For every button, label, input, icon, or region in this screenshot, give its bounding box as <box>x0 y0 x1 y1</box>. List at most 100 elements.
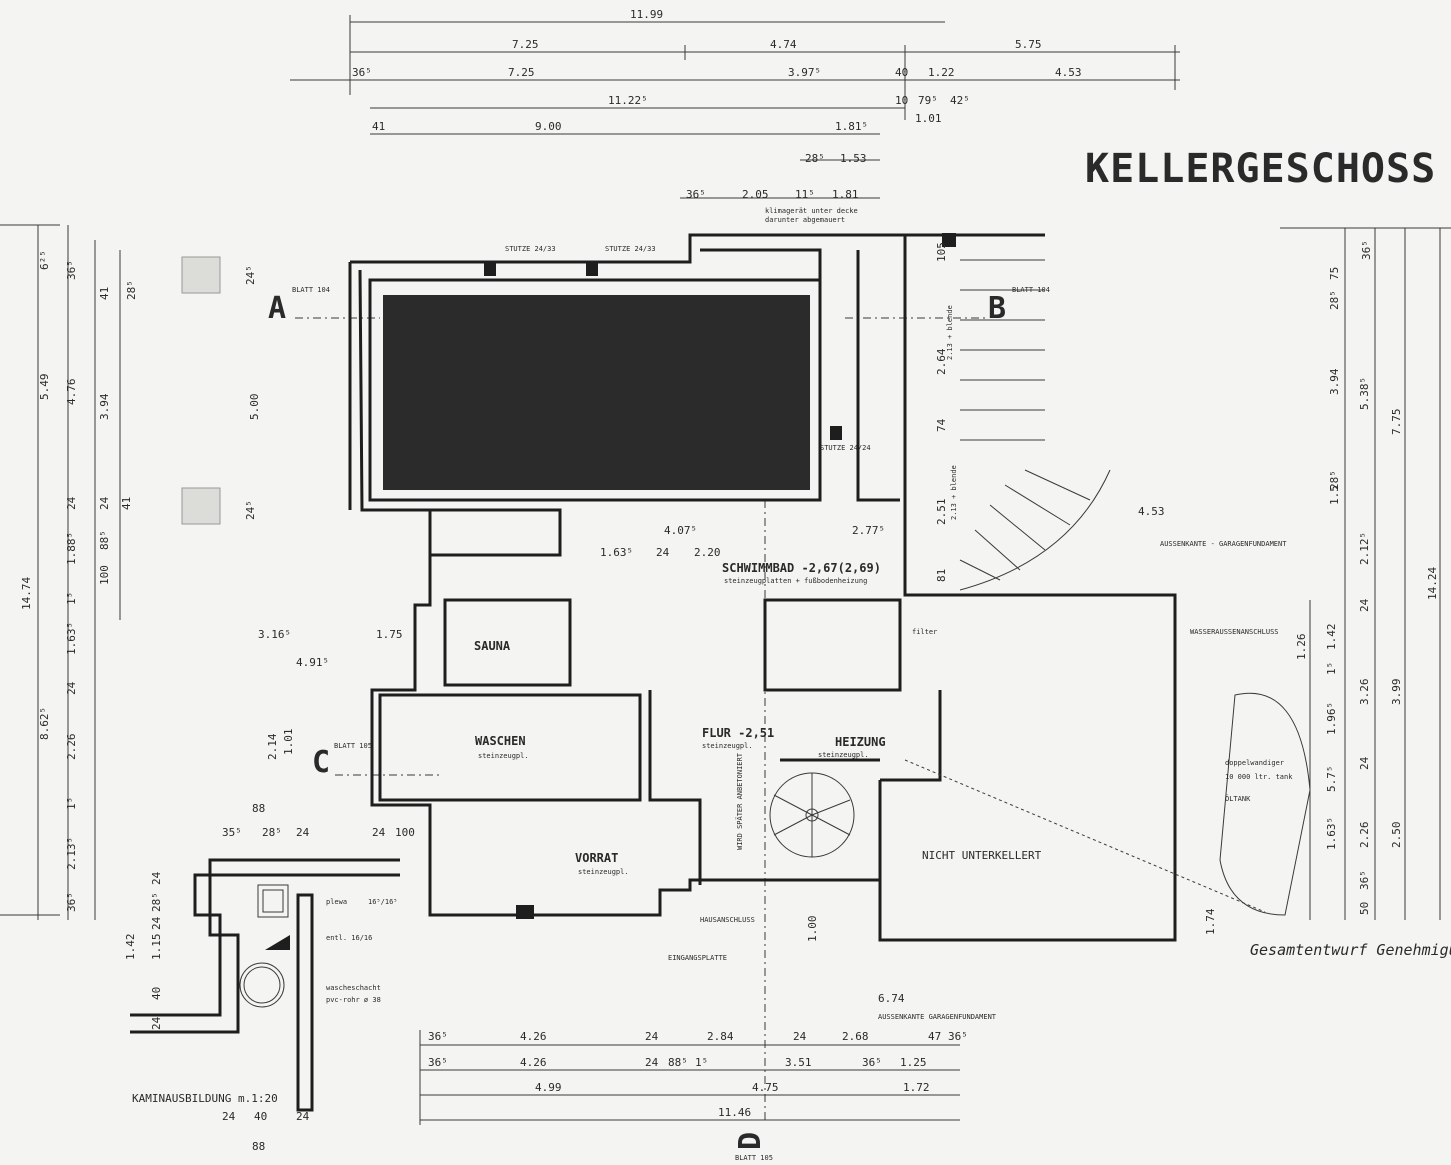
dim-right-t: 1.63⁵ <box>1325 817 1338 850</box>
dim-bottom-q: 4.99 <box>535 1081 562 1094</box>
oil-tank-outline <box>1219 692 1311 916</box>
dim-right-f: 7.75 <box>1390 409 1403 436</box>
plan-title: KELLERGESCHOSS <box>1085 146 1436 192</box>
dim-bottom-k: 24 <box>645 1056 659 1069</box>
dim-right-k: 24 <box>1358 598 1371 612</box>
section-c-sheet: BLATT 105 <box>334 742 372 750</box>
room-pool-label: SCHWIMMBAD -2,67(2,69) <box>722 561 881 575</box>
dim-bottom-e: 24 <box>793 1030 807 1043</box>
section-marker-c: C BLATT 105 <box>312 742 440 780</box>
section-c-letter: C <box>312 745 330 780</box>
note-aussenkante: AUSSENKANTE - GARAGENFUNDAMENT <box>1160 540 1287 548</box>
dim-top-u: 2.05 <box>742 188 769 201</box>
dim-bottom-f: 2.68 <box>842 1030 869 1043</box>
dim-right-e: 5.38⁵ <box>1358 377 1371 410</box>
dim-top-w: 1.81 <box>832 188 859 201</box>
chimney-wascheschacht: wascheschacht <box>326 984 381 992</box>
dim-right-y: 4.53 <box>1138 505 1165 518</box>
dim-right-g: 1.5 <box>1328 485 1341 505</box>
bottom-dimension-texts: 36⁵ 4.26 24 2.84 24 2.68 47 36⁵ 36⁵ 4.26… <box>428 992 968 1119</box>
room-vorrat-note: steinzeugpl. <box>578 868 629 876</box>
dim-left-q: 24 <box>65 681 78 695</box>
dim-right-q: 3.99 <box>1390 679 1403 706</box>
chimney-entl: entl. 16/16 <box>326 934 372 942</box>
dim-misc-n: 100 <box>395 826 415 839</box>
dim-bottom-d: 2.84 <box>707 1030 734 1043</box>
dim-top-a: 7.25 <box>512 38 539 51</box>
dim-top-total: 11.99 <box>630 8 663 21</box>
dim-bottom-m: 1⁵ <box>695 1056 708 1069</box>
dim-left-ab: 24⁵ <box>244 265 257 285</box>
chimney-dim-i: 1.42 <box>124 934 137 961</box>
dim-bottom-n: 3.51 <box>785 1056 812 1069</box>
chimney-plewa: plewa <box>326 898 347 906</box>
dim-top-k: 10 <box>895 94 908 107</box>
dim-top-r: 28⁵ <box>805 152 825 165</box>
section-d-letter: D <box>733 1132 768 1150</box>
note-wasser: WASSERAUSSENANSCHLUSS <box>1190 628 1279 636</box>
room-nicht-label: NICHT UNTERKELLERT <box>922 849 1042 862</box>
dim-right-v: 2.50 <box>1390 822 1403 849</box>
dim-bottom-u: 6.74 <box>878 992 905 1005</box>
chimney-dim-f: 40 <box>254 1110 267 1123</box>
chimney-dim-d: 24 <box>296 826 310 839</box>
chimney-title: KAMINAUSBILDUNG m.1:20 <box>132 1092 278 1105</box>
dim-bottom-b: 4.26 <box>520 1030 547 1043</box>
section-d-sheet: BLATT 105 <box>735 1154 773 1162</box>
dim-left-t: 2.13⁵ <box>65 837 78 870</box>
chimney-dim-j: 24 <box>150 1016 163 1030</box>
dim-left-r: 2.26 <box>65 734 78 761</box>
chimney-dim-l: 1.15 <box>150 934 163 961</box>
note-aussenkante-2: AUSSENKANTE GARAGENFUNDAMENT <box>878 1013 997 1021</box>
right-dimension-texts: 36⁵ 28⁵ 75 3.94 5.38⁵ 7.75 1.5 28⁵ 2.12⁵… <box>1138 240 1439 915</box>
signature: Gesamtentwurf Genehmigung <box>1250 941 1451 959</box>
room-pool-note: steinzeugplatten + fußbodenheizung <box>724 577 867 585</box>
top-dimension-lines <box>290 15 1180 199</box>
dim-right-x: 36⁵ <box>1358 870 1371 890</box>
column-marker-1 <box>181 256 221 294</box>
dim-right-j: 14.24 <box>1426 567 1439 600</box>
section-b-letter: B <box>988 291 1006 326</box>
chimney-dim-a: 88 <box>252 802 265 815</box>
dim-left-h: 24 <box>65 496 78 510</box>
dim-right-u: 2.26 <box>1358 822 1371 849</box>
dim-right-i: 2.12⁵ <box>1358 532 1371 565</box>
room-waschen-note: steinzeugpl. <box>478 752 529 760</box>
note-klima: klimagerät unter decke <box>765 207 858 215</box>
dim-left-o: 1.63⁵ <box>65 622 78 655</box>
note-oeltank-3: ÖLTANK <box>1225 794 1251 803</box>
oil-line <box>904 759 1266 913</box>
dim-top-g: 40 <box>895 66 908 79</box>
dim-top-q: 1.81⁵ <box>835 120 868 133</box>
spiral-staircase <box>769 772 855 858</box>
dim-left-s: 1⁵ <box>65 797 78 810</box>
dim-misc-g: 105 <box>935 242 948 262</box>
dim-right-w: 50 <box>1358 902 1371 915</box>
dim-bottom-h: 36⁵ <box>948 1030 968 1043</box>
dim-left-v: 3.16⁵ <box>258 628 291 641</box>
swimming-pool <box>383 295 810 490</box>
dim-right-n: 1.42 <box>1325 624 1338 651</box>
chimney-dim-b: 35⁵ <box>222 826 242 839</box>
dim-left-f: 4.76 <box>65 379 78 406</box>
dim-misc-k: 1.00 <box>806 916 819 943</box>
dim-misc-c: 24 <box>656 546 670 559</box>
dim-bottom-g: 47 <box>928 1030 941 1043</box>
pillars <box>484 233 956 919</box>
dim-top-p: 9.00 <box>535 120 562 133</box>
note-klima2: darunter abgemauert <box>765 216 845 224</box>
dim-top-f: 3.97⁵ <box>788 66 821 79</box>
note-blende-2: 2.13 + blende <box>950 465 958 520</box>
room-waschen-label: WASCHEN <box>475 734 526 748</box>
dim-top-e: 7.25 <box>508 66 535 79</box>
dim-top-l: 79⁵ <box>918 94 938 107</box>
dim-misc-b: 1.63⁵ <box>600 546 633 559</box>
dim-right-s: 5.7⁵ <box>1325 766 1338 793</box>
dim-left-y: 2.14 <box>266 733 279 760</box>
dim-left-ac: 24⁵ <box>244 500 257 520</box>
chimney-dim-m: 24 <box>150 916 163 930</box>
dim-misc-h: 74 <box>935 418 948 432</box>
dim-left-i: 24 <box>98 496 111 510</box>
dim-left-a: 6²⁵ <box>38 250 51 270</box>
dim-misc-a: 4.07⁵ <box>664 524 697 537</box>
